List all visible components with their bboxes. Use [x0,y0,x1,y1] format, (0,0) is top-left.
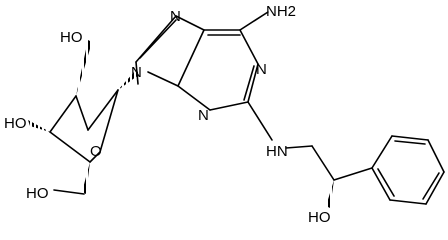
stereo-bond-c2-oh [76,40,92,96]
stereo-bond-benzylic-oh [326,180,334,208]
pyrimidine-ring [147,29,259,111]
bond-c5-oh [53,189,85,195]
atom-oh-c5: HO [26,185,49,202]
stereo-bond-c3-oh [28,120,50,132]
atom-ring-o: O [90,143,102,160]
imidazole-ring [135,15,205,87]
stereo-bond-c4-c5 [82,162,90,194]
atom-nh2: NH2 [266,3,296,20]
phenyl-ring [371,135,445,205]
atom-n3: N [198,107,209,124]
atom-n7: N [170,8,181,25]
molecule-structure: N NH2 HO N N HO N O HN HO HO [4,3,445,224]
ribose-ring [49,89,119,163]
atom-oh-benzylic: HO [308,209,331,224]
side-chain [247,101,373,181]
atom-n1: N [256,61,267,78]
bond-c6-nh2 [239,11,269,31]
atom-oh-c2: HO [60,29,83,46]
atom-oh-c3: HO [4,115,27,132]
atom-n9: N [131,64,142,81]
atom-nh: HN [266,143,288,160]
stereo-bond-c1-n9 [118,70,140,90]
